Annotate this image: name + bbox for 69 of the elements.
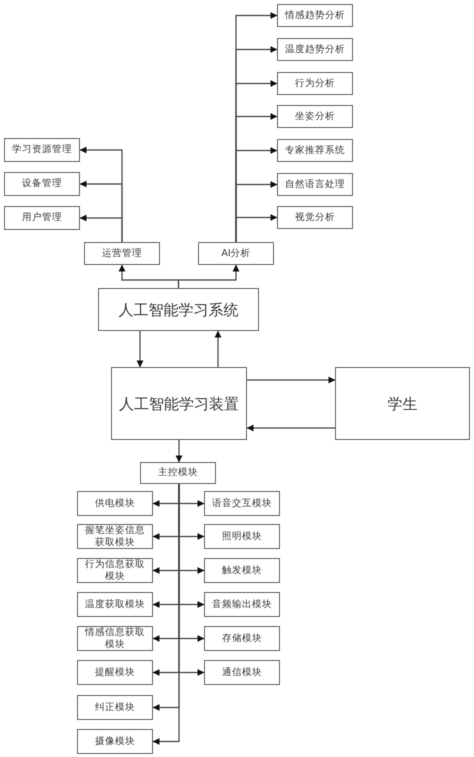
box-label: 主控模块 — [158, 467, 198, 479]
process-box — [98, 288, 259, 331]
process-box — [204, 558, 280, 583]
process-box — [277, 72, 353, 95]
arrow — [178, 484, 204, 676]
process-box — [277, 105, 353, 128]
arrow — [235, 214, 278, 242]
box-label: 情感信息获取模块 — [85, 627, 145, 650]
arrow — [80, 214, 123, 242]
process-box — [204, 524, 280, 549]
process-box — [77, 524, 153, 549]
box-label: 自然语言处理 — [285, 178, 345, 190]
arrow — [136, 331, 144, 368]
process-box — [277, 38, 353, 61]
box-label: 行为信息获取模块 — [85, 559, 145, 582]
box-label: 提醒模块 — [95, 666, 135, 678]
box-label: 运营管理 — [102, 248, 142, 260]
process-box — [204, 592, 280, 617]
process-box — [4, 138, 80, 162]
process-box — [4, 172, 80, 196]
process-box — [77, 660, 153, 685]
process-box — [77, 491, 153, 516]
box-label: 视觉分析 — [295, 212, 335, 224]
box-label: 纠正模块 — [95, 702, 135, 714]
box-label: 供电模块 — [95, 498, 135, 510]
arrow — [176, 440, 182, 462]
box-label: 用户管理 — [22, 212, 62, 224]
box-label: 触发模块 — [222, 564, 262, 576]
box-label: 存储模块 — [222, 632, 262, 644]
box-label: 行为分析 — [295, 78, 335, 90]
process-box — [4, 206, 80, 230]
process-box — [77, 558, 153, 583]
process-box — [277, 139, 353, 162]
box-label: 人工智能学习系统 — [118, 300, 238, 318]
process-box — [277, 173, 353, 196]
process-box — [198, 242, 274, 265]
box-label: 握笔坐姿信息获取模块 — [85, 525, 145, 548]
box-label: 温度获取模块 — [85, 598, 145, 610]
process-box — [277, 206, 353, 229]
box-label: 学生 — [388, 394, 418, 412]
process-box — [111, 367, 247, 440]
box-label: 人工智能学习装置 — [119, 394, 239, 412]
process-box — [335, 367, 470, 440]
box-label: 通信模块 — [222, 666, 262, 678]
process-box — [77, 626, 153, 651]
box-label: 设备管理 — [22, 178, 62, 190]
box-label: 照明模块 — [222, 530, 262, 542]
process-box — [84, 242, 160, 265]
process-box — [204, 491, 280, 516]
process-box — [140, 462, 216, 484]
box-label: 语音交互模块 — [212, 498, 272, 510]
process-box — [277, 4, 353, 27]
box-label: 学习资源管理 — [12, 144, 72, 156]
process-box — [77, 592, 153, 617]
process-box — [204, 660, 280, 685]
box-label: 音频输出模块 — [212, 598, 272, 610]
box-label: 专家推荐系统 — [285, 144, 345, 156]
box-label: 情感趋势分析 — [285, 10, 345, 22]
arrow — [247, 376, 336, 384]
arrow — [246, 424, 335, 432]
box-label: 温度趋势分析 — [285, 44, 345, 56]
arrow — [178, 264, 240, 288]
process-box — [204, 626, 280, 651]
box-label: 摄像模块 — [95, 736, 135, 748]
process-box — [77, 729, 153, 754]
process-box — [77, 695, 153, 720]
box-label: 坐姿分析 — [295, 110, 335, 122]
arrow — [214, 330, 222, 367]
box-label: AI分析 — [221, 248, 251, 260]
